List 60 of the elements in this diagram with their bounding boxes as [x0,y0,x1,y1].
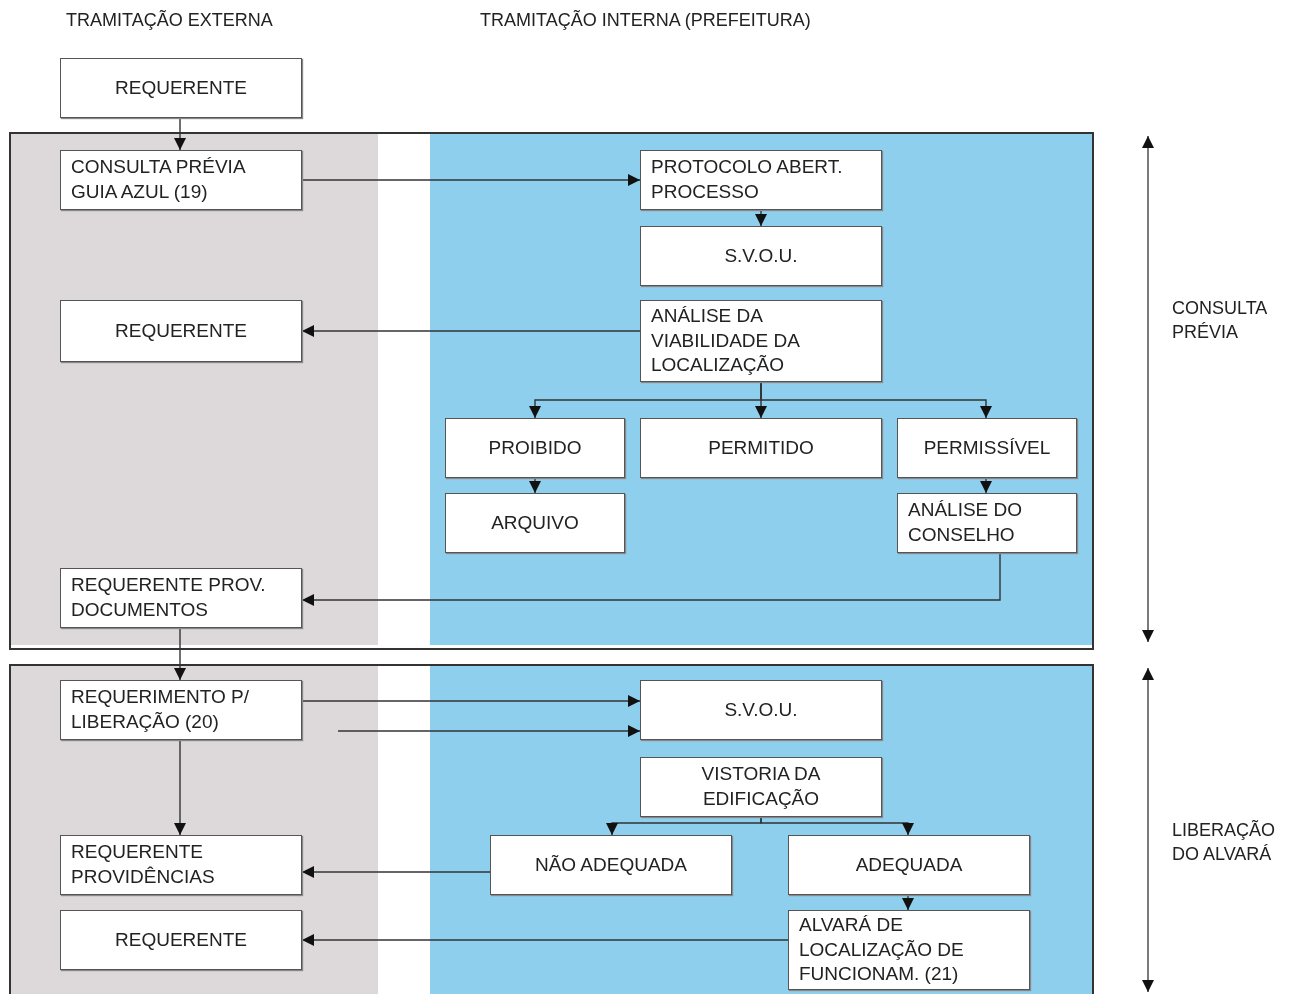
arrow [760,381,992,419]
box-label: ANÁLISE DA VIABILIDADE DA LOCALIZAÇÃO [651,303,801,378]
process-box [490,835,732,895]
box-label: ADEQUADA [854,852,964,877]
arrow [174,627,186,681]
box-label: REQUERENTE PROV. DOCUMENTOS [71,573,267,622]
box-label: NÃO ADEQUADA [533,852,688,877]
box-label: S.V.O.U. [723,697,799,722]
process-box [640,300,882,382]
process-box [788,910,1030,990]
box-label: PERMITIDO [707,435,815,460]
process-box [60,910,302,970]
box-label: VISTORIA DA EDIFICAÇÃO [700,762,822,811]
arrow [301,325,641,337]
process-box [640,757,882,817]
arrow [760,816,914,836]
box-label: REQUERENTE [114,927,248,952]
arrow [529,477,541,494]
box-label: ARQUIVO [490,510,580,535]
process-box [445,418,625,478]
arrow [337,725,641,737]
column-heading: TRAMITAÇÃO EXTERNA [66,9,273,32]
section-label: LIBERAÇÃO DO ALVARÁ [1172,819,1277,867]
process-box [60,58,302,118]
process-box [60,680,302,740]
process-box [640,150,882,210]
box-label: REQUERIMENTO P/ LIBERAÇÃO (20) [71,685,251,734]
arrow [174,117,186,151]
arrow [301,866,491,878]
box-label: REQUERENTE [114,318,248,343]
section-label: CONSULTA PRÉVIA [1172,297,1268,345]
arrow [301,174,641,186]
arrow [980,477,992,494]
process-box [897,493,1077,553]
process-box [60,568,302,628]
box-label: CONSULTA PRÉVIA GUIA AZUL (19) [71,155,247,204]
process-box [640,680,882,740]
process-box [897,418,1077,478]
arrow [755,209,767,227]
arrow [301,695,641,707]
column-heading: TRAMITAÇÃO INTERNA (PREFEITURA) [480,9,811,32]
box-label: REQUERENTE PROVIDÊNCIAS [71,840,216,889]
box-label: S.V.O.U. [723,243,799,268]
arrow [902,894,914,911]
process-box [788,835,1030,895]
process-box [640,418,882,478]
box-label: PERMISSÍVEL [922,435,1052,460]
process-box [60,150,302,210]
box-label: ANÁLISE DO CONSELHO [908,498,1024,547]
box-label: PROIBIDO [487,435,583,460]
arrow [174,739,186,836]
box-label: ALVARÁ DE LOCALIZAÇÃO DE FUNCIONAM. (21) [799,912,965,987]
process-box [640,226,882,286]
arrow [301,552,1001,606]
process-box [60,835,302,895]
arrow [301,934,789,946]
process-box [60,300,302,362]
process-box [445,493,625,553]
box-label: REQUERENTE [114,75,248,100]
box-label: PROTOCOLO ABERT. PROCESSO [651,155,844,204]
